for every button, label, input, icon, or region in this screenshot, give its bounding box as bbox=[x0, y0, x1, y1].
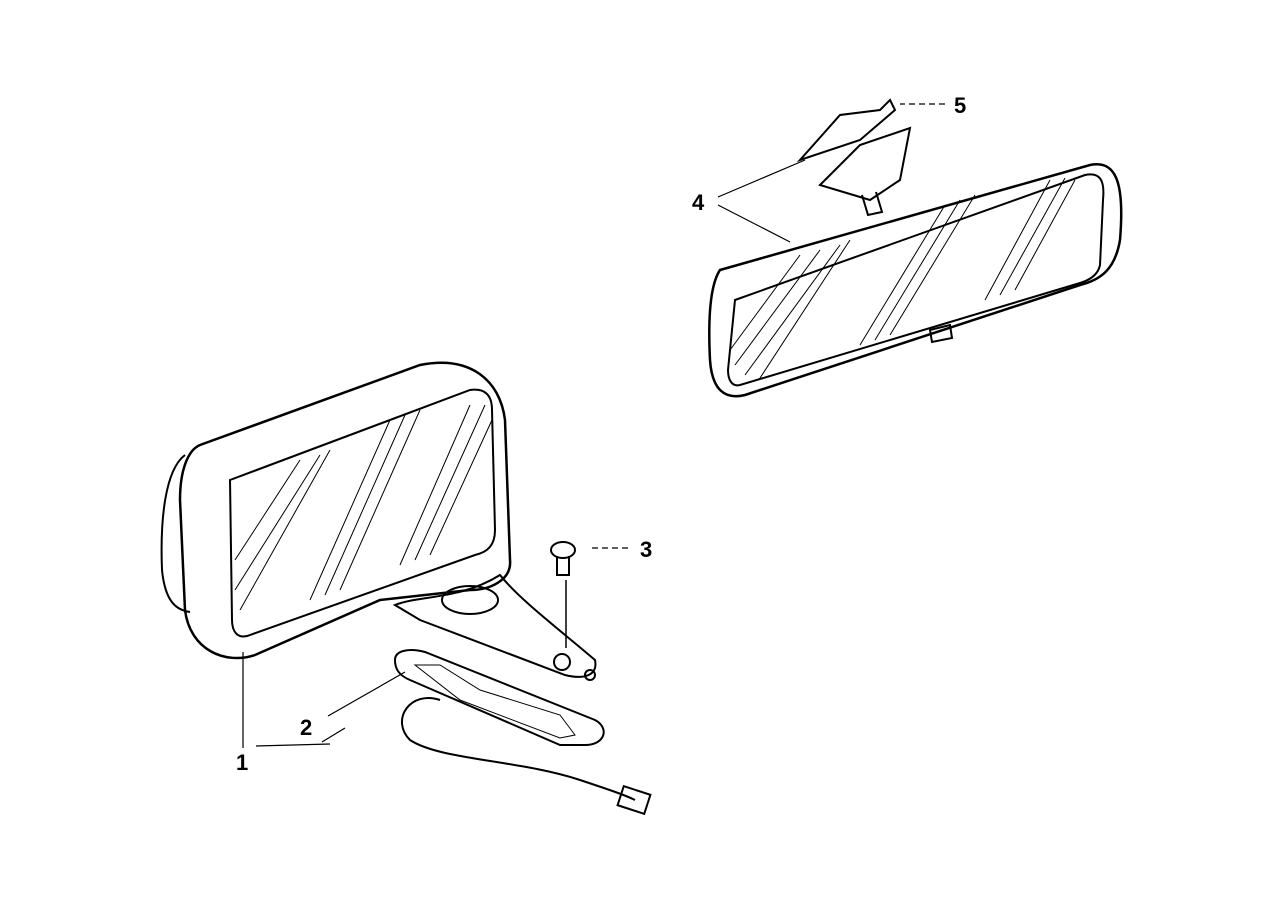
callout-5: 5 bbox=[954, 93, 967, 118]
callout-1: 1 bbox=[236, 750, 249, 775]
glass-hatching-left bbox=[234, 404, 493, 611]
callout-2: 2 bbox=[300, 715, 313, 740]
mirror-gasket bbox=[393, 649, 652, 816]
glass-hatching-right bbox=[729, 177, 1076, 379]
rearview-mirror bbox=[708, 98, 1123, 398]
callout-4: 4 bbox=[692, 190, 705, 215]
side-mirror bbox=[160, 361, 597, 681]
callout-3: 3 bbox=[640, 537, 653, 562]
screw bbox=[550, 541, 576, 648]
leader-lines bbox=[242, 103, 945, 748]
